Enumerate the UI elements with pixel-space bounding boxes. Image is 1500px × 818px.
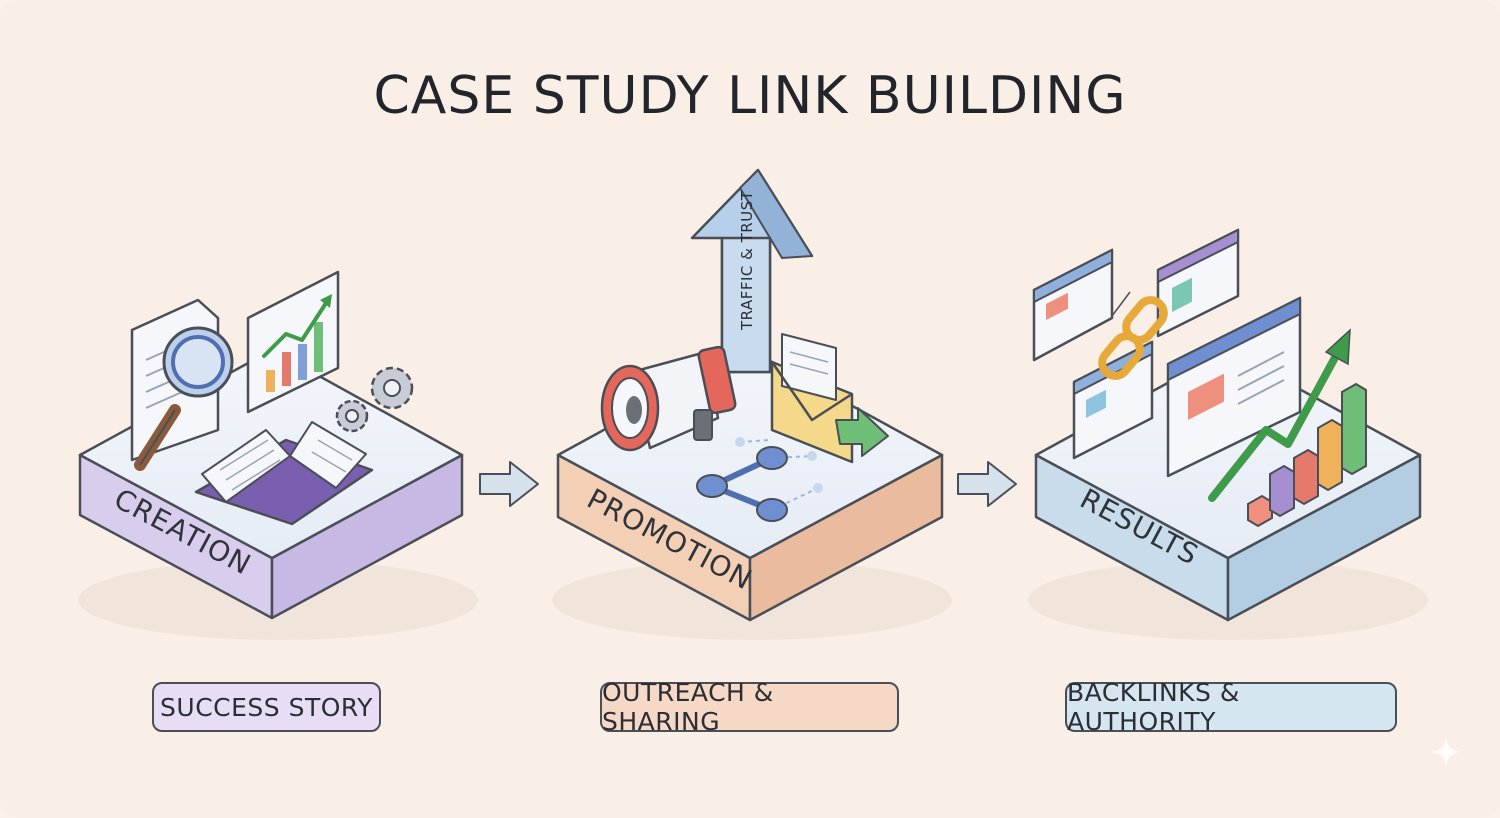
share-network-icon	[696, 437, 823, 522]
promotion-platform: PROMOTION TRAFFIC & TRUST	[552, 168, 952, 640]
browser-window-icon	[1156, 228, 1240, 338]
backlinks-authority-caption: BACKLINKS & AUTHORITY	[1065, 678, 1397, 736]
browser-window-icon	[1072, 340, 1154, 460]
bar-chart-icon	[1208, 328, 1367, 528]
magnifier-icon	[134, 326, 234, 471]
growth-chart-icon	[246, 270, 340, 414]
creation-platform: CREATION	[78, 270, 478, 640]
arrow-label: TRAFFIC & TRUST	[738, 190, 756, 331]
browser-window-icon	[1032, 248, 1114, 362]
outreach-sharing-caption: OUTREACH & SHARING	[600, 678, 899, 736]
diagram-title: CASE STUDY LINK BUILDING	[373, 66, 1127, 126]
flow-arrow-icon	[957, 461, 1017, 507]
results-platform: RESULTS	[1028, 228, 1428, 640]
megaphone-icon	[600, 345, 737, 452]
up-arrow-icon: TRAFFIC & TRUST	[690, 168, 814, 374]
envelope-icon	[770, 333, 889, 464]
sparkle-icon	[1430, 736, 1462, 768]
flow-arrow-icon	[479, 461, 539, 507]
browser-window-icon	[1166, 296, 1302, 478]
chain-link-icon	[1098, 291, 1168, 380]
open-book-icon	[194, 421, 374, 526]
success-story-caption: SUCCESS STORY	[152, 682, 381, 732]
